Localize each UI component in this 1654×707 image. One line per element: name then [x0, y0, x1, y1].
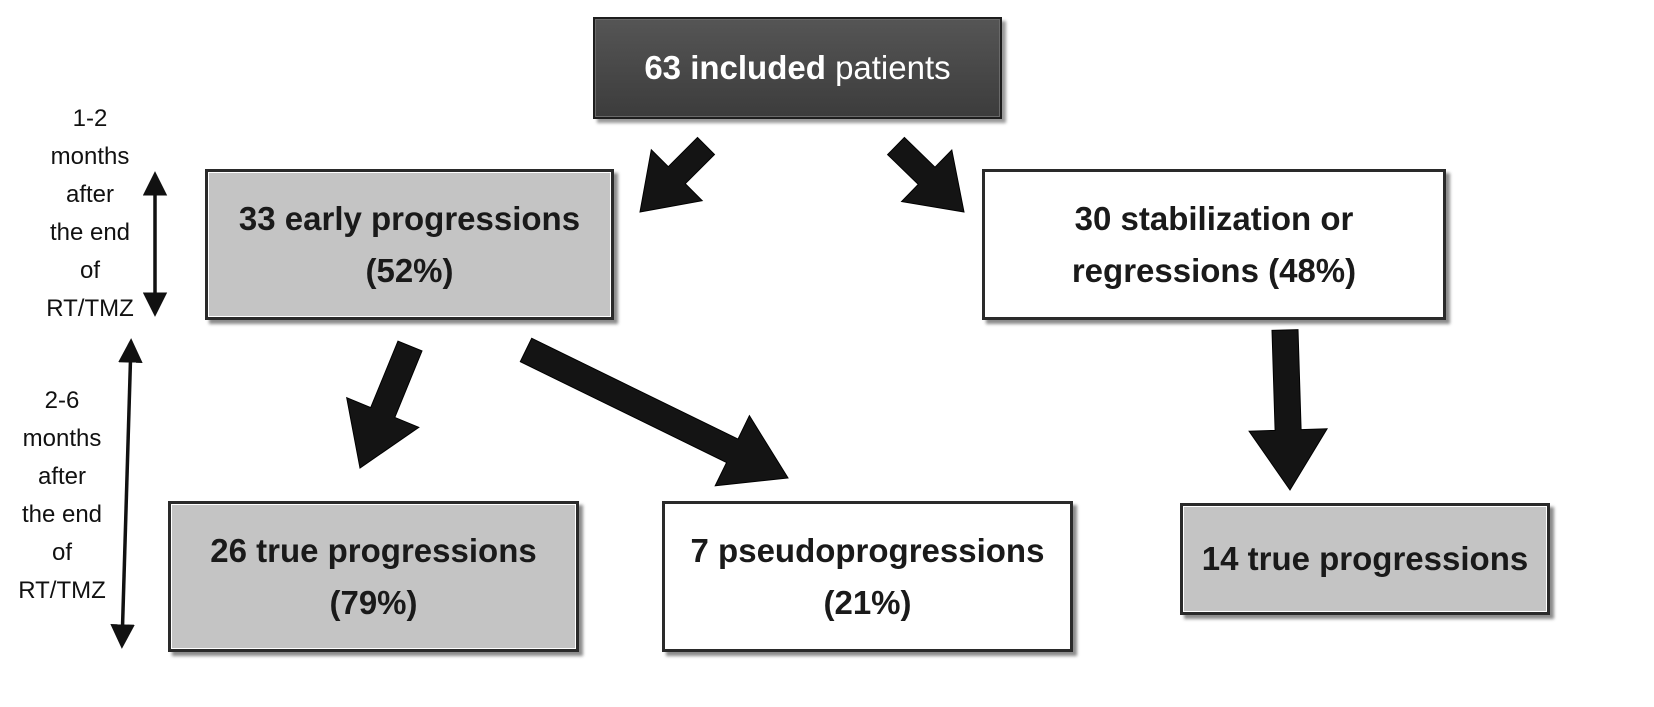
timeline-period-1-line: months — [50, 143, 130, 170]
timeline-period-1-line: 1-2 — [72, 105, 108, 132]
node-true-progressions-stable: 14 true progressions — [1180, 503, 1550, 615]
node-included-patients-text: 63 included patients — [644, 42, 950, 93]
timeline-period-2-line: the end — [21, 501, 103, 528]
node-stabilization-regressions: 30 stabilization or regressions (48%) — [982, 169, 1446, 320]
node-early-progressions-line1: 33 early progressions — [238, 200, 581, 238]
arrow-to-true-progressions-early — [346, 340, 423, 469]
arrow-to-early-progressions — [639, 136, 716, 213]
timeline-period-2-line: months — [22, 425, 102, 452]
arrow-to-stabilization — [886, 136, 965, 213]
timeline-period-1-label: 1-2 months after the end of RT/TMZ — [25, 100, 155, 328]
node-included-patients-bold: 63 included — [644, 49, 826, 87]
timeline-period-2-arrow — [110, 338, 143, 649]
node-early-progressions-line2: (52%) — [365, 251, 454, 289]
timeline-period-1-line: RT/TMZ — [46, 295, 134, 322]
node-true-progressions-early: 26 true progressions (79%) — [168, 501, 579, 652]
node-true-progressions-early-line2: (79%) — [329, 583, 418, 621]
timeline-period-1-line: after — [65, 181, 115, 208]
node-pseudoprogressions-line2: (21%) — [823, 583, 912, 621]
timeline-period-1-line: of — [79, 257, 100, 284]
node-pseudoprogressions-line1: 7 pseudoprogressions — [690, 532, 1045, 570]
node-included-patients-normal: patients — [835, 49, 951, 87]
timeline-period-2-line: after — [37, 463, 87, 490]
timeline-period-2-line: RT/TMZ — [18, 577, 106, 604]
node-included-patients: 63 included patients — [593, 17, 1002, 119]
node-stabilization-line2: regressions (48%) — [1071, 251, 1357, 289]
timeline-period-1-line: the end — [49, 219, 131, 246]
arrow-to-true-progressions-stable — [1248, 329, 1329, 491]
arrow-to-pseudoprogressions — [519, 337, 789, 487]
node-true-progressions-stable-line1: 14 true progressions — [1201, 540, 1529, 578]
node-early-progressions: 33 early progressions (52%) — [205, 169, 614, 320]
node-true-progressions-early-line1: 26 true progressions — [210, 532, 537, 570]
timeline-period-2-label: 2-6 months after the end of RT/TMZ — [0, 382, 127, 610]
timeline-period-2-line: of — [51, 539, 72, 566]
timeline-period-2-line: 2-6 — [44, 387, 80, 414]
node-pseudoprogressions: 7 pseudoprogressions (21%) — [662, 501, 1073, 652]
node-stabilization-line1: 30 stabilization or — [1074, 200, 1354, 238]
